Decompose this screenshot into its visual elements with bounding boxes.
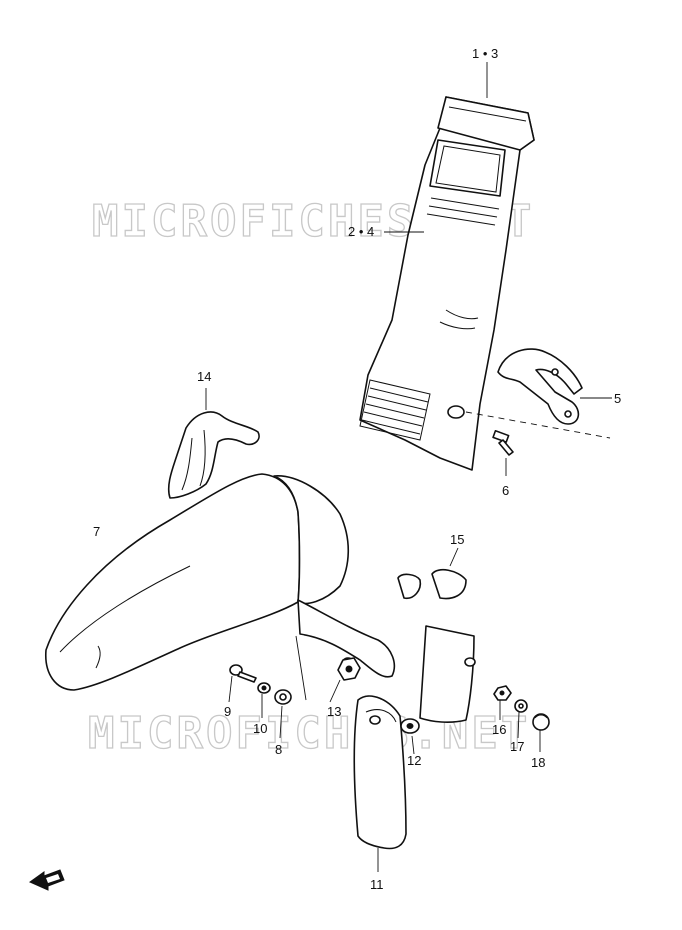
part-7-front-fender <box>45 473 396 691</box>
callout-16: 16 <box>492 722 506 737</box>
callout-6: 6 <box>502 483 509 498</box>
callout-9: 9 <box>224 704 231 719</box>
part-10-lock-washer <box>257 682 271 694</box>
callout-17: 17 <box>510 739 524 754</box>
part-14-fender-brace <box>167 411 260 499</box>
callout-18: 18 <box>531 755 545 770</box>
callout-2-4: 2 • 4 <box>348 224 374 239</box>
part-18-cap-nut <box>532 713 550 731</box>
callout-5: 5 <box>614 391 621 406</box>
callout-12: 12 <box>407 753 421 768</box>
front-arrow-icon <box>28 869 65 891</box>
callout-10: 10 <box>253 721 267 736</box>
part-16-nut <box>493 685 512 701</box>
callout-11: 11 <box>370 877 384 892</box>
part-6-bolt <box>492 429 514 456</box>
callout-14: 14 <box>197 369 211 384</box>
part-12-grommet <box>400 718 420 734</box>
shield-vent-grille <box>359 379 431 441</box>
callout-13: 13 <box>327 704 341 719</box>
front-leg-shield <box>359 96 611 471</box>
part-11-mud-flap <box>353 695 407 850</box>
part-8-washer <box>274 689 292 705</box>
part-5-bracket <box>497 348 583 425</box>
callout-15: 15 <box>450 532 464 547</box>
part-15-fork-cover <box>397 568 476 723</box>
callout-1-3: 1 • 3 <box>472 46 498 61</box>
part-13-nut <box>337 657 361 681</box>
part-17-washer <box>514 699 528 713</box>
callout-7: 7 <box>93 524 100 539</box>
callout-8: 8 <box>275 742 282 757</box>
part-9-bolt <box>229 664 257 683</box>
